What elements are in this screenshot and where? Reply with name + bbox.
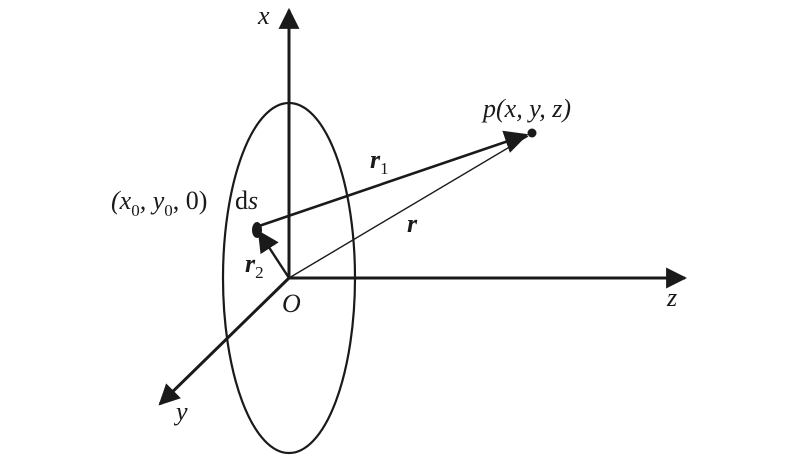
y-axis-label: y [173, 397, 188, 426]
r2-vector [257, 230, 291, 279]
source-z-part: , 0) [173, 186, 208, 215]
x-axis-label: x [257, 1, 270, 30]
y-axis-line [158, 276, 291, 406]
point-p-coords: (x, y, z) [496, 94, 571, 123]
r-label: r [407, 209, 418, 238]
r-vector [288, 135, 529, 279]
point-p-label: p(x, y, z) [481, 94, 571, 123]
point-p-name: p [481, 94, 496, 123]
origin-label: O [282, 289, 301, 318]
r1-main: r [370, 145, 381, 174]
r2-subscript: 2 [255, 263, 264, 282]
r1-label: r1 [370, 145, 389, 178]
source-x-subscript: 0 [131, 201, 140, 220]
r2-main: r [245, 249, 256, 278]
r1-vector [258, 130, 529, 228]
source-x-part: (x [111, 186, 132, 215]
ds-d: d [235, 186, 248, 215]
ds-label: ds [235, 186, 258, 215]
r2-label: r2 [245, 249, 264, 282]
r1-subscript: 1 [380, 159, 389, 178]
point-p-dot [527, 128, 537, 138]
ds-s: s [248, 186, 258, 215]
z-axis-label: z [666, 283, 677, 312]
ds-element-marker [252, 222, 262, 238]
source-coords-label: (x0, y0, 0) [111, 186, 207, 220]
source-y-subscript: 0 [164, 201, 173, 220]
source-y-part: , y [140, 186, 165, 215]
